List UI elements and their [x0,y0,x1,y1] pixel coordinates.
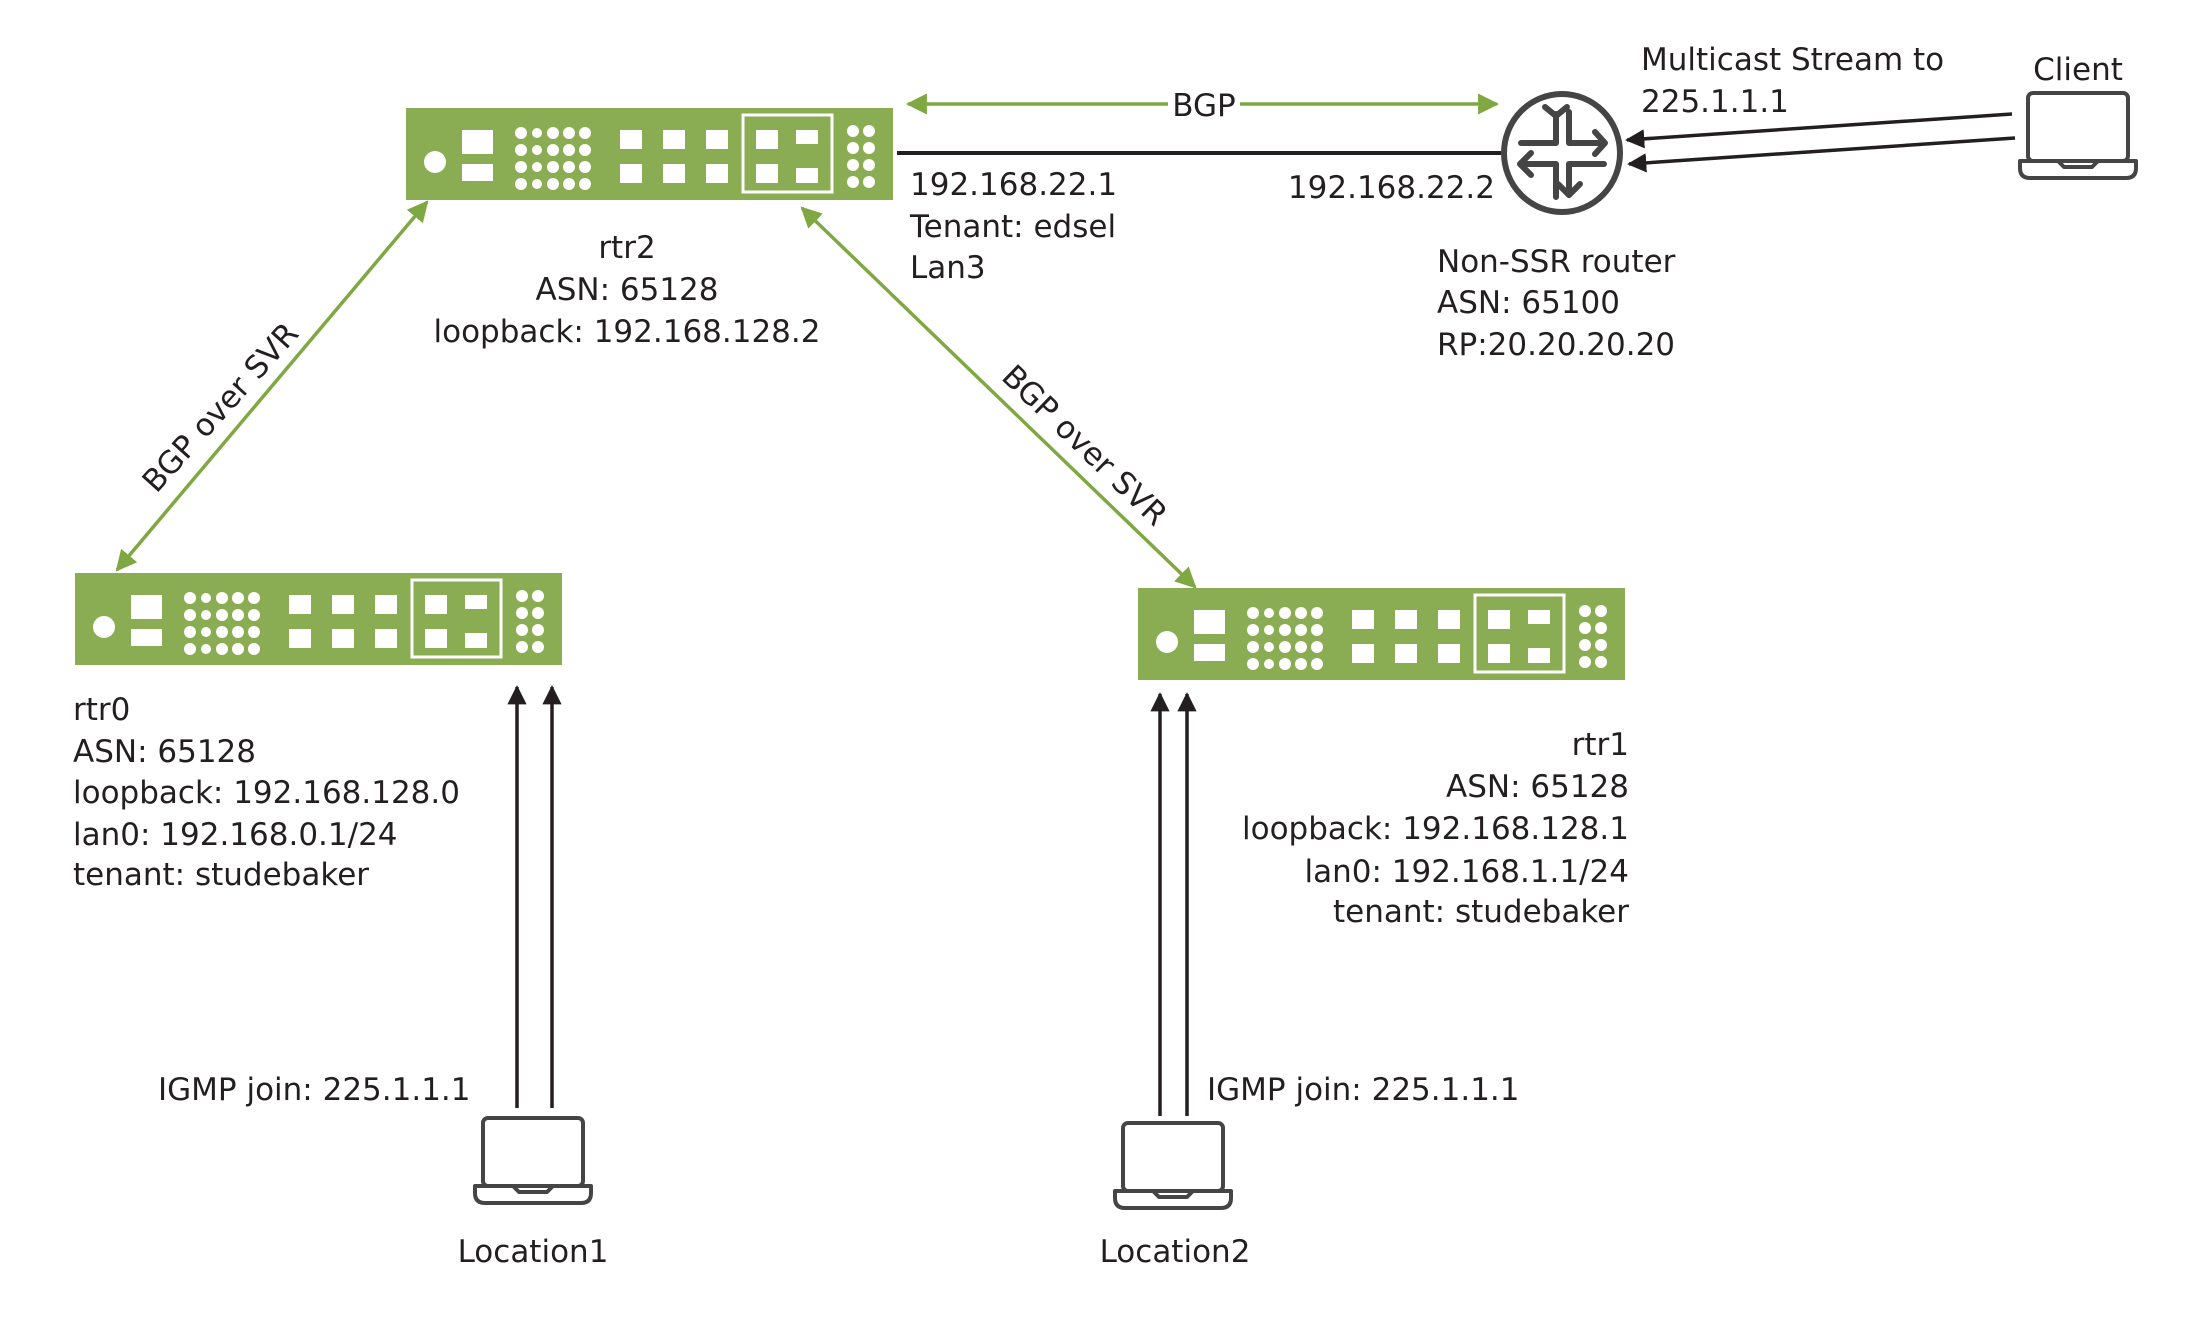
multicast-label-line2: 225.1.1.1 [1641,84,1789,120]
non-ssr-interface-ip: 192.168.22.2 [1288,170,1495,206]
rtr1-asn: ASN: 65128 [1446,769,1629,805]
rtr1-loopback: loopback: 192.168.128.1 [1242,811,1629,847]
bgp-label: BGP [1172,88,1235,124]
rtr1-name: rtr1 [1572,727,1629,763]
non-ssr-name: Non-SSR router [1437,244,1676,280]
rtr0-info: rtr0 ASN: 65128 loopback: 192.168.128.0 … [73,692,460,893]
multicast-arrow-1 [1625,112,2013,149]
non-ssr-router-icon[interactable] [1501,91,1623,215]
bgp-over-svr-right-label: BGP over SVR [995,358,1174,533]
rtr1-info: rtr1 ASN: 65128 loopback: 192.168.128.1 … [1242,727,1629,930]
igmp-join-location2-label: IGMP join: 225.1.1.1 [1207,1072,1520,1108]
rtr2-interface-tenant: Tenant: edsel [909,209,1116,245]
rtr2-router-icon[interactable] [404,106,895,202]
rtr0-name: rtr0 [73,692,130,728]
rtr0-router-icon[interactable] [73,571,564,667]
multicast-arrow-2 [1627,136,2016,173]
rtr0-asn: ASN: 65128 [73,734,256,770]
igmp-join-location1-label: IGMP join: 225.1.1.1 [158,1072,471,1108]
rtr1-lan0: lan0: 192.168.1.1/24 [1304,854,1629,890]
rtr2-asn: ASN: 65128 [536,272,719,308]
rtr2-interface-name: Lan3 [910,250,986,286]
non-ssr-rp: RP:20.20.20.20 [1437,327,1675,363]
location1-label: Location1 [458,1234,609,1270]
bgp-over-svr-link-rtr2-rtr1 [800,206,1197,589]
rtr2-name: rtr2 [598,230,655,266]
non-ssr-asn: ASN: 65100 [1437,285,1620,321]
rtr1-tenant: tenant: studebaker [1333,894,1629,930]
rtr0-lan0: lan0: 192.168.0.1/24 [73,817,398,853]
non-ssr-info: Non-SSR router ASN: 65100 RP:20.20.20.20 [1437,244,1676,363]
rtr0-loopback: loopback: 192.168.128.0 [73,775,460,811]
bgp-over-svr-link-rtr0-rtr2 [115,200,429,572]
rtr0-tenant: tenant: studebaker [73,857,369,893]
rtr2-interface-info: 192.168.22.1 Tenant: edsel Lan3 [909,167,1117,286]
location2-label: Location2 [1100,1234,1251,1270]
rtr2-loopback: loopback: 192.168.128.2 [434,314,821,350]
multicast-label-line1: Multicast Stream to [1641,42,1944,78]
location1-laptop-icon[interactable] [473,1116,593,1205]
location2-laptop-icon[interactable] [1113,1121,1233,1210]
client-laptop-icon[interactable] [2018,91,2138,180]
client-label: Client [2033,52,2123,88]
rtr1-router-icon[interactable] [1136,586,1627,682]
bgp-over-svr-left-label: BGP over SVR [136,316,306,500]
rtr2-info: rtr2 ASN: 65128 loopback: 192.168.128.2 [434,230,821,350]
multicast-label: Multicast Stream to 225.1.1.1 [1641,42,1944,120]
rtr2-interface-ip: 192.168.22.1 [910,167,1117,203]
